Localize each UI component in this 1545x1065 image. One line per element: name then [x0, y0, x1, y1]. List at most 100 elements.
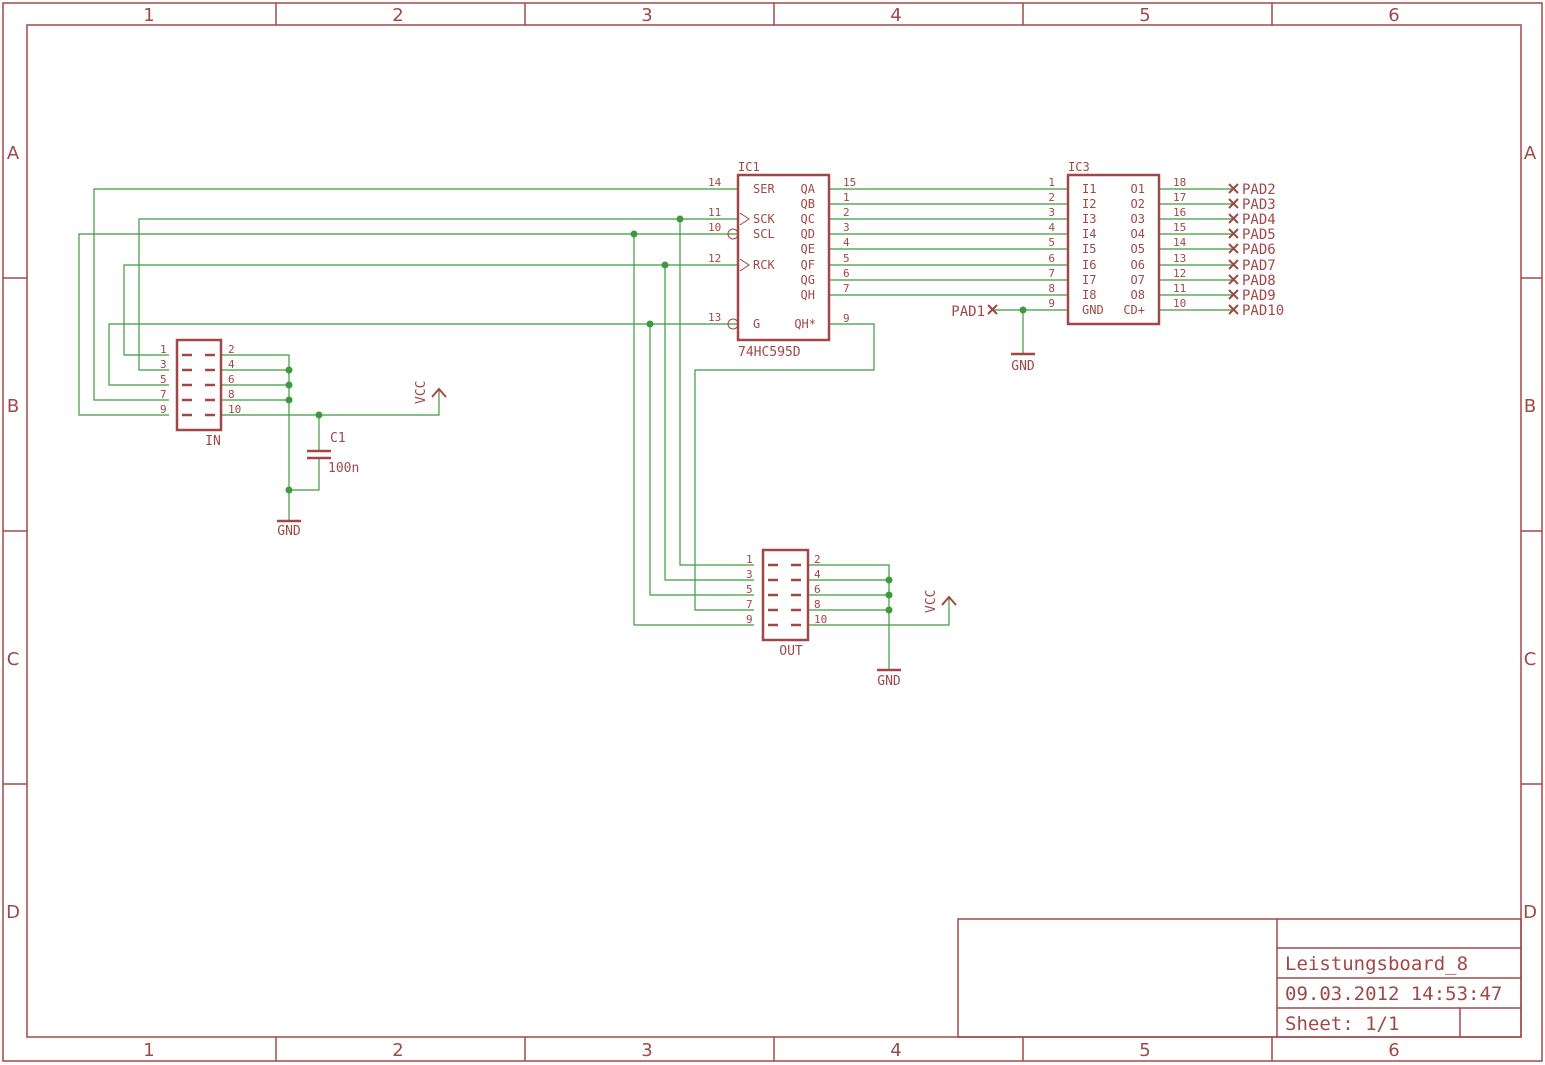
in-pin-num: 2: [228, 343, 235, 356]
in-pin-num: 9: [160, 403, 167, 416]
pad-label: PAD6: [1242, 242, 1276, 258]
row-label: D: [1523, 902, 1537, 923]
ic1-pin-name: QF: [801, 258, 815, 272]
ic3-pin-name: O6: [1131, 258, 1145, 272]
ic1-pin-name: QH*: [794, 317, 816, 331]
col-label: 1: [143, 5, 154, 26]
ic3-pin-name: I3: [1082, 212, 1096, 226]
ic1-pin-name: QA: [801, 182, 816, 196]
out-pin-num: 2: [814, 553, 821, 566]
out-pin-num: 1: [746, 553, 753, 566]
pad-label: PAD9: [1242, 288, 1276, 304]
col-label: 6: [1388, 1040, 1399, 1061]
ic3-pin-name: O4: [1131, 227, 1145, 241]
vcc-symbol: VCC: [414, 381, 447, 404]
ic1-pin-name: SCK: [753, 212, 775, 226]
out-pin-num: 8: [814, 598, 821, 611]
out-pin-num: 9: [746, 613, 753, 626]
ic3-pin-name: O3: [1131, 212, 1145, 226]
gnd-symbol: GND: [877, 668, 901, 689]
junctions: [285, 215, 1027, 614]
pad-label: PAD3: [1242, 197, 1276, 213]
ic1-pin-num: 5: [843, 252, 850, 265]
gnd-label: GND: [1011, 359, 1035, 374]
col-label: 2: [392, 5, 403, 26]
ic1-pin-num: 13: [708, 311, 721, 324]
ic3-pin-num: 7: [1048, 267, 1055, 280]
pad-label: PAD7: [1242, 258, 1276, 274]
in-pin-num: 8: [228, 388, 235, 401]
ic3-pin-num: 9: [1048, 297, 1055, 310]
ic1-ref: IC1: [738, 160, 760, 174]
row-label: C: [1524, 649, 1537, 670]
ic3-pin-name: O7: [1131, 273, 1145, 287]
row-label: A: [7, 143, 20, 164]
in-pin-num: 4: [228, 358, 235, 371]
col-label: 4: [890, 5, 901, 26]
ic3-pin-name: O2: [1131, 197, 1145, 211]
connector-out-label: OUT: [779, 644, 803, 659]
out-pin-num: 6: [814, 583, 821, 596]
ic1-pin-name: QB: [801, 197, 815, 211]
col-label: 5: [1139, 5, 1150, 26]
c1-ref: C1: [330, 431, 346, 446]
ic3-ref: IC3: [1068, 160, 1090, 174]
in-pin-num: 7: [160, 388, 167, 401]
ic1-pin-num: 12: [708, 252, 721, 265]
ic1-pin-name: G: [753, 317, 760, 331]
output-pads: PAD2 PAD3 PAD4 PAD5 PAD6 PAD7 PAD8 PAD9 …: [951, 182, 1284, 320]
ic3-pin-num: 11: [1173, 282, 1186, 295]
row-label: D: [6, 902, 20, 923]
pad-label: PAD10: [1242, 303, 1284, 319]
col-label: 3: [641, 1040, 652, 1061]
title-block: Leistungsboard_8 09.03.2012 14:53:47 She…: [957, 918, 1522, 1038]
ic3-pin-name: I1: [1082, 182, 1096, 196]
ic1-pin-name: SCL: [753, 227, 775, 241]
ic3-pin-num: 16: [1173, 206, 1186, 219]
col-label: 5: [1139, 1040, 1150, 1061]
gnd-symbol: GND: [1011, 352, 1035, 374]
ic1-pin-name: QE: [801, 242, 815, 256]
ic3-pin-name: I4: [1082, 227, 1096, 241]
ic1-pin-num: 14: [708, 176, 722, 189]
drawing-datetime: 09.03.2012 14:53:47: [1285, 983, 1502, 1005]
ic1-pin-name: RCK: [753, 258, 775, 272]
ic1-pin-num: 2: [843, 206, 850, 219]
col-label: 2: [392, 1040, 403, 1061]
ic3-pin-name: I8: [1082, 288, 1096, 302]
ic3-pin-name: I2: [1082, 197, 1096, 211]
ic3-pin-num: 10: [1173, 297, 1186, 310]
c1-value: 100n: [328, 461, 359, 476]
ic1-shift-register: IC1 74HC595D SER SCK SCL RCK G 14 11 10 …: [708, 160, 856, 360]
out-pin-num: 10: [814, 613, 827, 626]
vcc-label: VCC: [414, 381, 429, 404]
ic3-pin-num: 17: [1173, 191, 1186, 204]
ic1-pin-name: QH: [801, 288, 815, 302]
ic1-value: 74HC595D: [738, 345, 801, 360]
ic3-pin-num: 18: [1173, 176, 1186, 189]
ic1-pin-num: 6: [843, 267, 850, 280]
ic3-pin-num: 12: [1173, 267, 1186, 280]
ic3-pin-num: 2: [1048, 191, 1055, 204]
pad-label: PAD4: [1242, 212, 1276, 228]
sheet-number: Sheet: 1/1: [1285, 1013, 1399, 1035]
row-label: B: [7, 396, 19, 417]
vcc-label: VCC: [924, 590, 939, 613]
ic3-pin-name: O5: [1131, 242, 1145, 256]
ic3-pin-num: 4: [1048, 221, 1055, 234]
ic3-pin-num: 14: [1173, 236, 1187, 249]
connector-in-label: IN: [205, 434, 221, 449]
row-label: B: [1524, 396, 1536, 417]
ic3-driver: IC3 I1 I2 I3 I4 I5 I6 I7 I8 GND 1 2 3 4 …: [1048, 160, 1187, 326]
ic1-pin-num: 10: [708, 221, 721, 234]
ic3-pin-name: GND: [1082, 303, 1104, 317]
out-pin-num: 5: [746, 583, 753, 596]
col-label: 4: [890, 1040, 901, 1061]
ic3-pin-num: 5: [1048, 236, 1055, 249]
ic3-pin-name: CD+: [1123, 303, 1145, 317]
gnd-symbol: GND: [277, 519, 301, 539]
ic1-pin-num: 4: [843, 236, 850, 249]
vcc-symbol: VCC: [924, 590, 957, 613]
col-label: 6: [1388, 5, 1399, 26]
